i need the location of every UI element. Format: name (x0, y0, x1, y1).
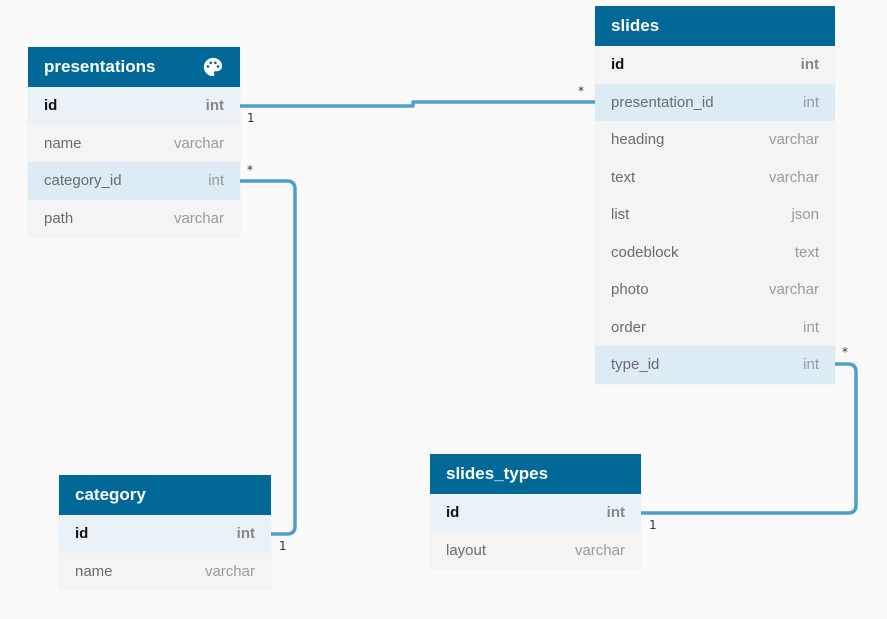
column-codeblock[interactable]: codeblock text (595, 233, 835, 271)
column-name: category_id (44, 172, 122, 190)
column-presentation-id[interactable]: presentation_id int (595, 83, 835, 121)
column-type: int (803, 93, 819, 111)
column-name: photo (611, 281, 649, 299)
table-header[interactable]: slides_types (430, 454, 641, 494)
column-name: name (75, 562, 113, 580)
table-title: presentations (44, 57, 156, 76)
column-type: varchar (768, 281, 819, 299)
column-type: json (791, 206, 819, 224)
column-name: id (75, 525, 89, 543)
table-presentations[interactable]: presentations id int name varchar catego… (28, 47, 240, 237)
column-type: varchar (768, 168, 819, 186)
column-name: codeblock (611, 243, 679, 261)
column-name: heading (611, 131, 665, 149)
card-slides-types-id: 1 (649, 518, 657, 532)
table-header[interactable]: category (59, 475, 271, 515)
column-name: id (446, 504, 460, 522)
column-name: text (611, 168, 636, 186)
column-type: varchar (173, 134, 224, 152)
column-photo[interactable]: photo varchar (595, 271, 835, 309)
column-name-row[interactable]: name varchar (59, 552, 271, 590)
column-heading[interactable]: heading varchar (595, 121, 835, 159)
column-name: type_id (611, 356, 660, 374)
table-slides[interactable]: slides id int presentation_id int headin… (595, 6, 835, 384)
card-slides-type-id: * (842, 345, 848, 359)
column-type: int (803, 318, 819, 336)
column-type: text (794, 243, 819, 261)
column-type: varchar (574, 541, 625, 559)
column-type: varchar (173, 209, 224, 227)
relation-presentations-slides[interactable] (240, 100, 595, 108)
column-order[interactable]: order int (595, 308, 835, 346)
table-header[interactable]: presentations (28, 47, 240, 87)
column-name: layout (446, 541, 487, 559)
table-title: slides_types (446, 464, 549, 483)
card-slides-presentation-id: * (578, 84, 584, 98)
column-name: list (611, 206, 630, 224)
column-type: int (205, 97, 224, 115)
column-id[interactable]: id int (595, 46, 835, 84)
column-layout[interactable]: layout varchar (430, 531, 641, 569)
table-title: category (75, 485, 146, 504)
card-presentations-id: 1 (247, 111, 255, 125)
column-id[interactable]: id int (430, 494, 641, 532)
column-type: int (800, 56, 819, 74)
card-presentations-category-id: * (247, 163, 253, 177)
card-category-id: 1 (279, 539, 287, 553)
table-header[interactable]: slides (595, 6, 835, 46)
column-type: int (803, 356, 819, 374)
column-type: int (208, 172, 224, 190)
column-text[interactable]: text varchar (595, 158, 835, 196)
column-name: presentation_id (611, 93, 714, 111)
table-category[interactable]: category id int name varchar (59, 475, 271, 590)
column-type: int (236, 525, 255, 543)
column-name: order (611, 318, 647, 336)
column-category-id[interactable]: category_id int (28, 162, 240, 200)
table-slides-types[interactable]: slides_types id int layout varchar (430, 454, 641, 569)
relation-slides-slides-types[interactable] (641, 362, 858, 515)
column-type: int (606, 504, 625, 522)
column-type-id[interactable]: type_id int (595, 346, 835, 384)
column-type: varchar (768, 131, 819, 149)
column-name: name (44, 134, 82, 152)
column-name: path (44, 209, 74, 227)
column-type: varchar (204, 562, 255, 580)
column-id[interactable]: id int (28, 87, 240, 125)
column-name: id (44, 97, 58, 115)
column-name-row[interactable]: name varchar (28, 124, 240, 162)
table-title: slides (611, 16, 660, 35)
column-list[interactable]: list json (595, 196, 835, 234)
column-path[interactable]: path varchar (28, 199, 240, 237)
column-id[interactable]: id int (59, 515, 271, 553)
column-name: id (611, 56, 625, 74)
palette-icon[interactable] (202, 56, 224, 78)
relation-presentations-category[interactable] (240, 179, 297, 536)
